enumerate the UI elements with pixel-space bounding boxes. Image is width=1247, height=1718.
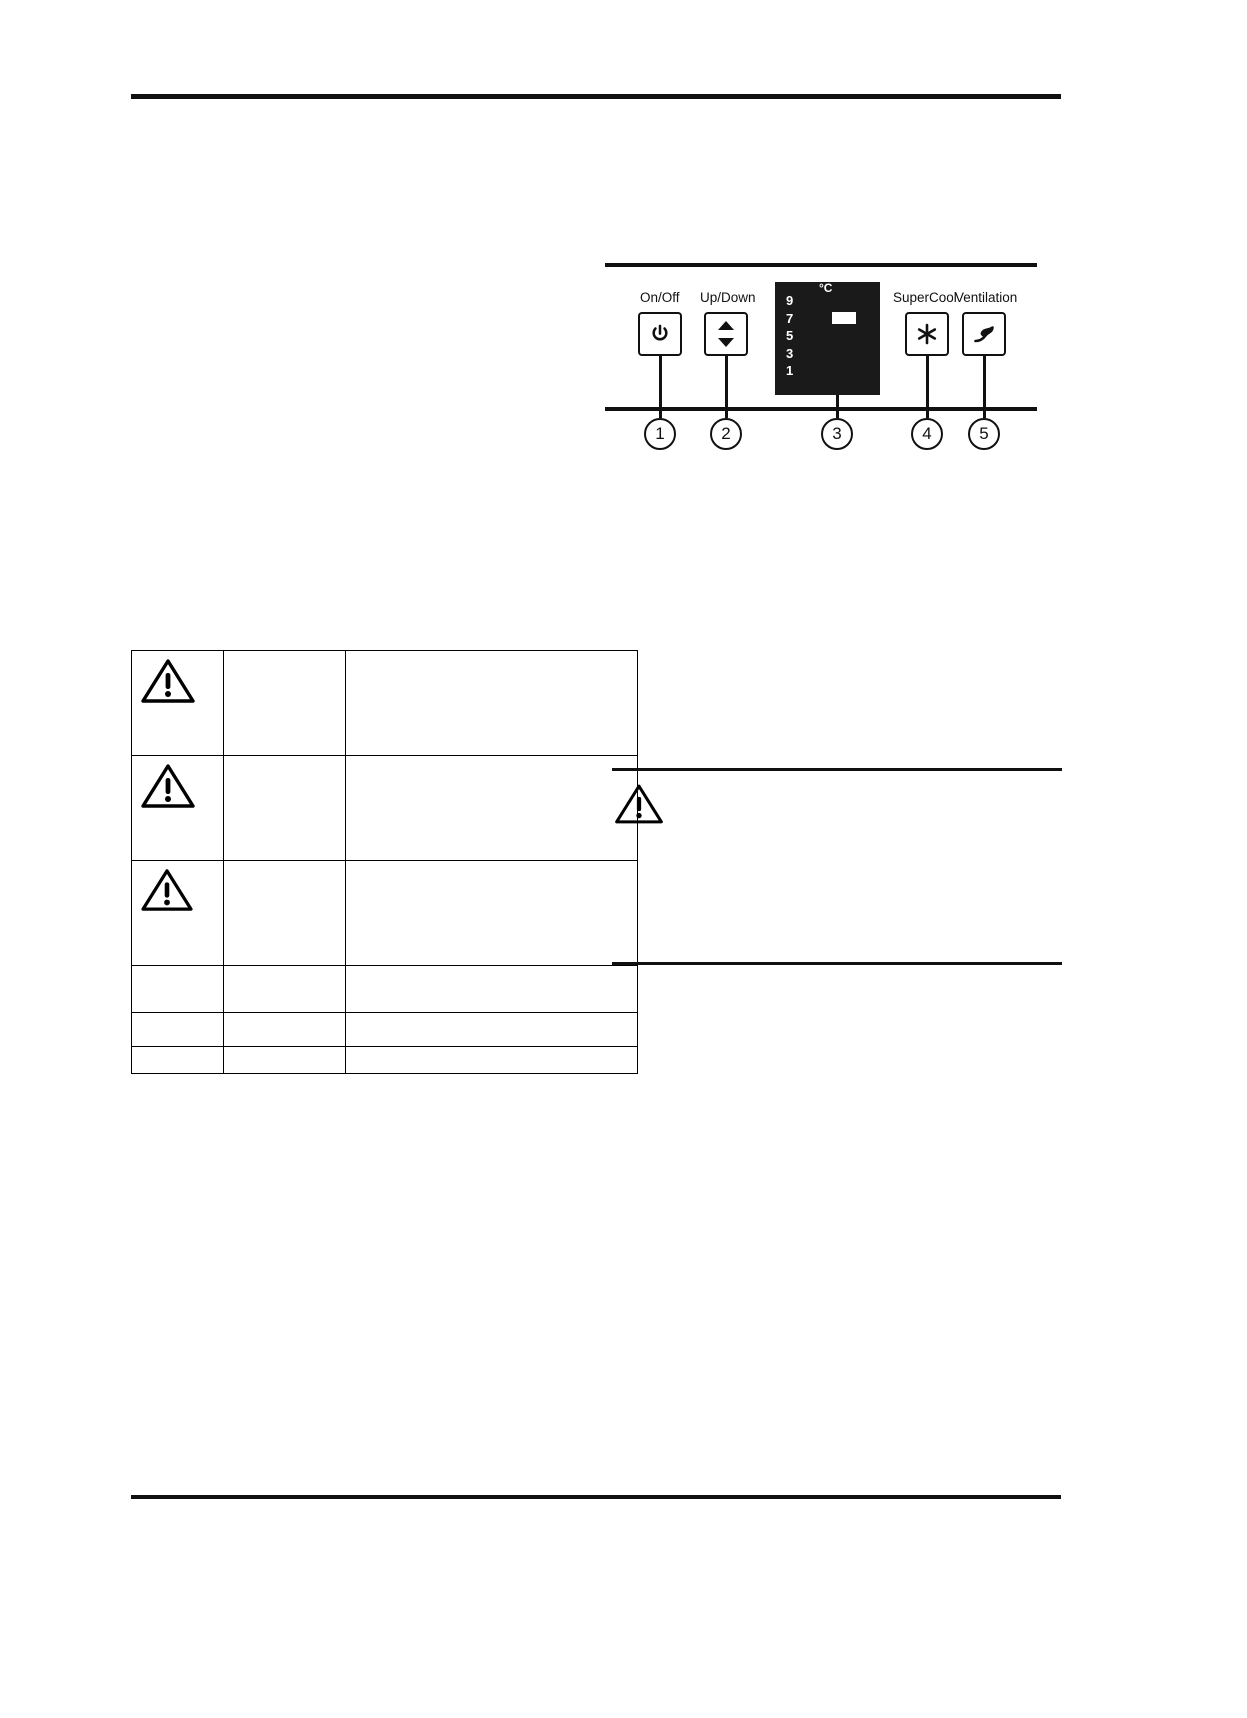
table-row (131, 860, 638, 966)
table-cell-icon (131, 1012, 224, 1074)
display-unit-label: °C (819, 281, 833, 295)
leader-line-3 (836, 395, 839, 418)
on-off-button[interactable] (638, 312, 682, 356)
note-top-rule (612, 768, 1062, 771)
leader-line-5 (983, 356, 986, 418)
table-cell-term (223, 860, 346, 966)
leader-line-2 (725, 356, 728, 418)
callout-5: 5 (968, 418, 1000, 450)
scale-value-3: 3 (786, 345, 794, 361)
warning-triangle-icon (141, 659, 195, 703)
warning-triangle-icon (141, 869, 193, 911)
leader-line-4 (926, 356, 929, 418)
table-cell-description (345, 860, 638, 966)
table-cell-term (223, 755, 346, 861)
fan-icon (972, 322, 996, 346)
temperature-display: °C 9 7 5 3 1 (775, 281, 880, 395)
footer-rule (131, 1495, 1061, 1499)
scale-value-1: 1 (786, 363, 794, 378)
safety-symbols-table (131, 650, 638, 1047)
leader-line-1 (659, 356, 662, 418)
callout-3: 3 (821, 418, 853, 450)
table-row (131, 755, 638, 861)
table-cell-description (345, 1012, 638, 1074)
panel-bottom-rule (605, 407, 1037, 411)
table-cell-description (345, 755, 638, 861)
safety-symbols-table-continued (131, 1012, 638, 1074)
warning-triangle-icon (141, 764, 195, 808)
ventilation-button[interactable] (962, 312, 1006, 356)
scale-value-9: 9 (786, 293, 794, 308)
table-cell-term (223, 650, 346, 756)
snowflake-icon (915, 322, 939, 346)
note-icon-wrap (614, 782, 664, 826)
header-rule (131, 94, 1061, 99)
table-row (131, 1012, 638, 1074)
table-cell-icon (131, 650, 224, 756)
callout-4: 4 (911, 418, 943, 450)
up-down-button[interactable] (704, 312, 748, 356)
table-row (131, 650, 638, 756)
scale-value-7: 7 (786, 310, 794, 326)
scale-value-5: 5 (786, 328, 794, 343)
label-on-off: On/Off (640, 290, 680, 305)
display-scale: 9 7 5 3 1 (786, 292, 793, 380)
supercool-button[interactable] (905, 312, 949, 356)
display-lit-segment (832, 312, 856, 324)
callout-1: 1 (644, 418, 676, 450)
table-cell-icon (131, 860, 224, 966)
table-cell-term (223, 1012, 346, 1074)
label-ventilation: Ventilation (955, 290, 1018, 305)
table-cell-description (345, 650, 638, 756)
label-up-down: Up/Down (700, 290, 756, 305)
power-icon (650, 324, 670, 344)
label-supercool: SuperCool (893, 290, 957, 305)
table-cell-icon (131, 755, 224, 861)
note-bottom-rule (612, 962, 1062, 965)
warning-triangle-icon (615, 784, 663, 824)
control-panel-diagram: On/Off Up/Down SuperCool Ventilation (600, 250, 1040, 470)
callout-2: 2 (710, 418, 742, 450)
up-down-arrows-icon (715, 319, 737, 349)
panel-top-rule (605, 263, 1037, 267)
